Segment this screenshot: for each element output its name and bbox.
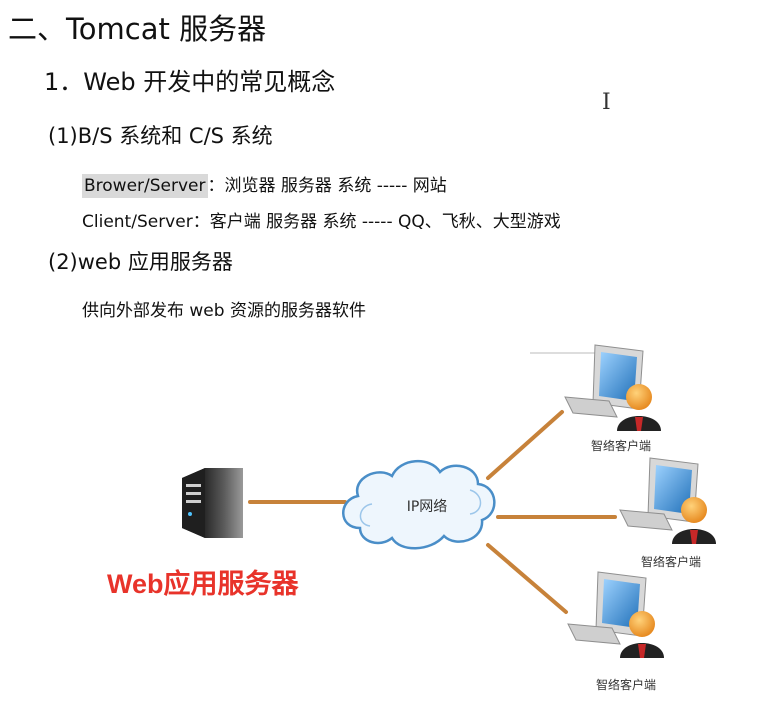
server-icon — [182, 468, 243, 538]
client-label: 智络客户端 — [596, 678, 657, 692]
subsection-heading-bs-cs: (1)B/S 系统和 C/S 系统 — [48, 124, 273, 148]
network-label: IP网络 — [407, 499, 448, 515]
connector-lines — [248, 410, 617, 614]
user-icon — [672, 497, 716, 544]
web-server-label: Web应用服务器 — [107, 569, 299, 599]
section-heading: 1．Web 开发中的常见概念 — [44, 68, 336, 96]
connector-cloud-client-3 — [486, 543, 568, 614]
client-computer-icon — [619, 457, 716, 544]
user-icon — [620, 611, 664, 658]
bs-description: ：浏览器 服务器 系统 ----- 网站 — [207, 176, 447, 196]
client-computer-icon — [567, 571, 664, 658]
connector-cloud-client-1 — [486, 410, 564, 480]
bs-line: Brower/Server：浏览器 服务器 系统 ----- 网站 — [82, 171, 447, 198]
cloud-icon — [342, 459, 496, 550]
web-server-description: 供向外部发布 web 资源的服务器软件 — [82, 301, 366, 321]
page-title: 二、Tomcat 服务器 — [8, 12, 267, 46]
client-computer-icon — [564, 344, 661, 431]
user-icon — [617, 384, 661, 431]
cs-line: Client/Server：客户端 服务器 系统 ----- QQ、飞秋、大型游… — [82, 212, 561, 232]
client-label: 智络客户端 — [591, 439, 652, 453]
bs-term-highlight: Brower/Server — [82, 174, 208, 198]
subsection-heading-web-server: (2)web 应用服务器 — [48, 250, 233, 274]
text-cursor-icon: I — [602, 90, 611, 115]
client-label: 智络客户端 — [641, 555, 702, 569]
